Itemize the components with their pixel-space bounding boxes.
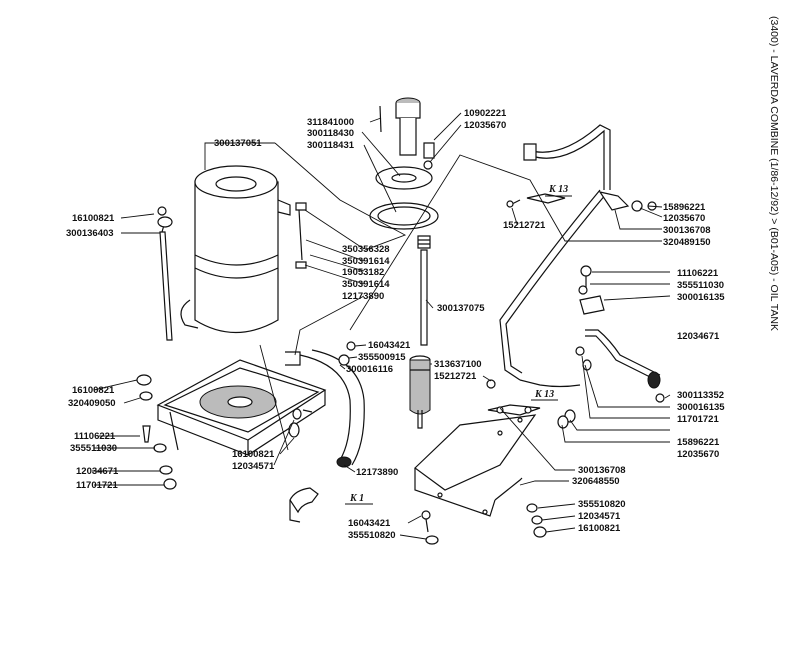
label-355500915: 355500915 [358, 352, 406, 363]
label-12034571: 12034571 [232, 461, 275, 472]
ref-k1: K 1 [349, 493, 364, 504]
oil-filter [409, 355, 431, 429]
label-320409050: 320409050 [68, 398, 116, 409]
label-300118431: 300118431 [307, 140, 355, 151]
elbow-fitting [289, 487, 319, 523]
label-10902221: 10902221 [464, 108, 507, 119]
label-16100821: 16100821 [72, 213, 115, 224]
reference-marks: K 13 K 13 K 1 [345, 184, 572, 505]
part-number-labels: 311841000 300118430 300118431 10902221 1… [66, 108, 725, 541]
right-pipe [578, 265, 661, 389]
label-12035670-b: 12035670 [663, 213, 705, 224]
label-12034671: 12034671 [677, 331, 720, 342]
label-355510820-b: 355510820 [348, 530, 396, 541]
label-12034671-b: 12034671 [76, 466, 119, 477]
label-350356328: 350356328 [342, 244, 390, 255]
label-300118430: 300118430 [307, 128, 354, 139]
leader-lines [92, 112, 671, 540]
label-355511030-b: 355511030 [70, 443, 117, 454]
label-12035670: 12035670 [464, 120, 506, 131]
hardware [136, 202, 665, 545]
label-16100821-b: 16100821 [72, 385, 115, 396]
suction-hose [285, 349, 365, 468]
label-12035670-c: 12035670 [677, 449, 719, 460]
label-300136708: 300136708 [663, 225, 711, 236]
label-15212721: 15212721 [503, 220, 546, 231]
label-300137075: 300137075 [437, 303, 485, 314]
label-300136708-b: 300136708 [578, 465, 626, 476]
ref-k13-lower: K 13 [534, 389, 554, 400]
label-300137051: 300137051 [214, 138, 262, 149]
oil-pipes [499, 124, 611, 388]
label-355511030: 355511030 [677, 280, 724, 291]
label-12034571-b: 12034571 [578, 511, 621, 522]
label-12173890-b: 12173890 [356, 467, 398, 478]
tank-tray [156, 359, 327, 456]
bracket-right-upper [598, 191, 657, 212]
label-16100821-d: 16100821 [578, 523, 621, 534]
label-300136403: 300136403 [66, 228, 114, 239]
label-11106221-b: 11106221 [74, 431, 116, 442]
label-300016135: 300016135 [677, 292, 725, 303]
label-350391614: 350391614 [342, 256, 390, 267]
label-16100821-c: 16100821 [232, 449, 275, 460]
label-320648550: 320648550 [572, 476, 620, 487]
label-19053182: 19053182 [342, 267, 384, 278]
label-311841000: 311841000 [307, 117, 354, 128]
label-11701721-b: 11701721 [76, 480, 118, 491]
label-350391614-b: 350391614 [342, 279, 390, 290]
ref-k13-upper: K 13 [548, 184, 568, 195]
label-15896221-b: 15896221 [677, 437, 720, 448]
label-355510820: 355510820 [578, 499, 626, 510]
guard-plate [414, 414, 537, 517]
label-320489150: 320489150 [663, 237, 711, 248]
label-313637100: 313637100 [434, 359, 482, 370]
tie-rod [159, 224, 173, 341]
label-12173890: 12173890 [342, 291, 384, 302]
label-300016116: 300016116 [346, 364, 393, 375]
label-15212721-b: 15212721 [434, 371, 477, 382]
oil-tank [180, 165, 291, 334]
label-300113352: 300113352 [677, 390, 724, 401]
label-11106221: 11106221 [677, 268, 719, 279]
clamp-k13-lower [487, 404, 541, 416]
page-title: (3400) - LAVERDA COMBINE (1/86-12/92) > … [768, 16, 780, 331]
label-16043421: 16043421 [368, 340, 411, 351]
label-16043421-b: 16043421 [348, 518, 391, 529]
label-300016135-b: 300016135 [677, 402, 725, 413]
label-15896221: 15896221 [663, 202, 706, 213]
filler-assembly [369, 97, 439, 346]
label-11701721: 11701721 [677, 414, 719, 425]
